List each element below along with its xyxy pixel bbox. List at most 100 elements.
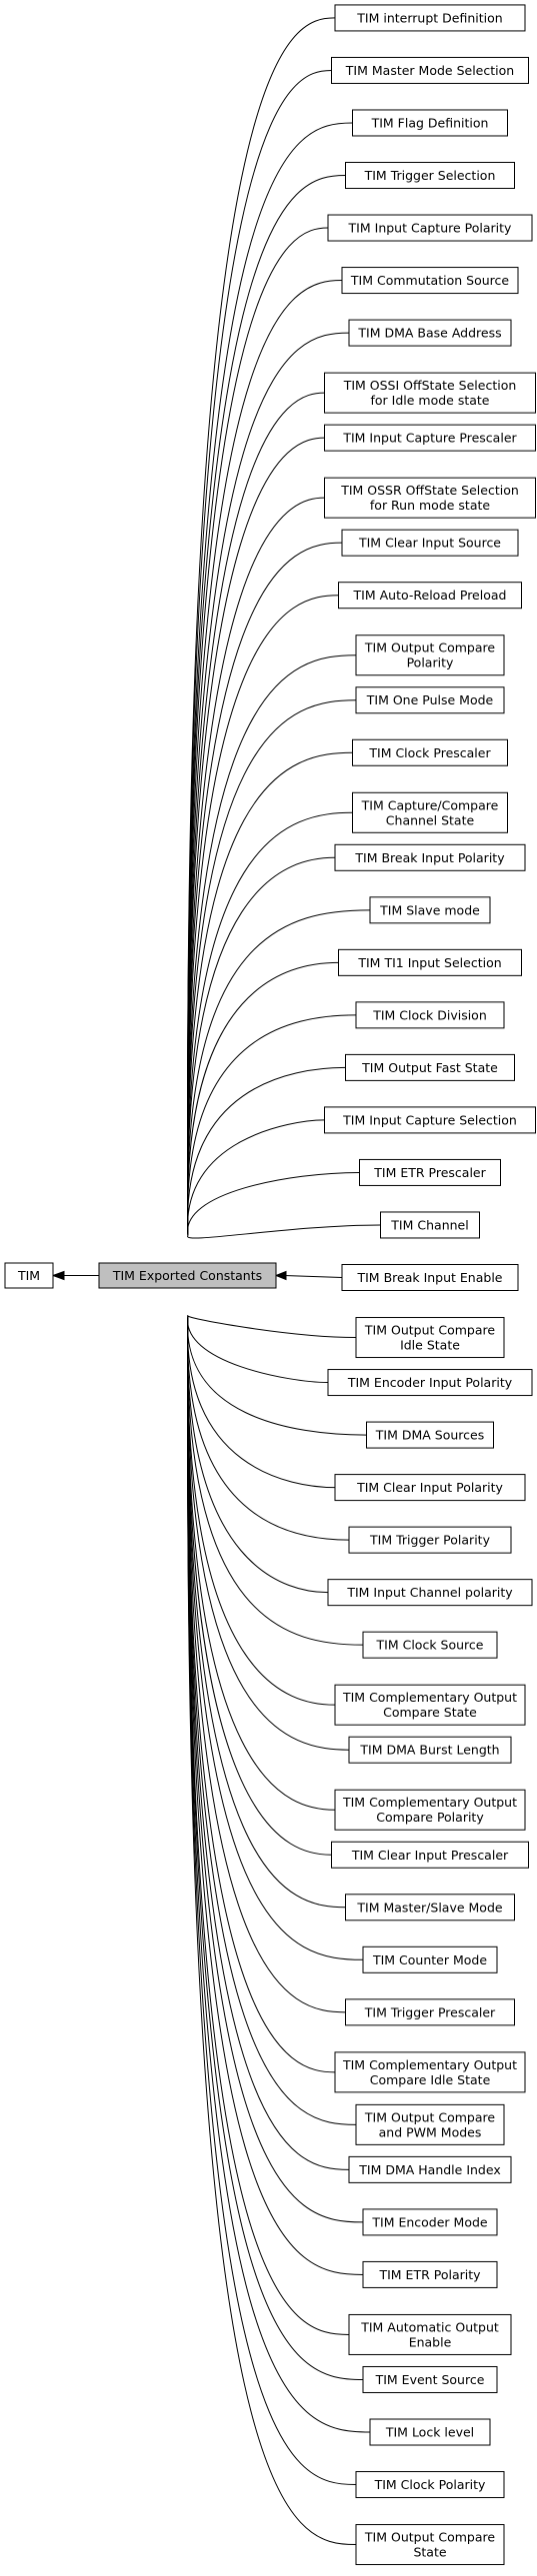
group-node-label: Compare Polarity [376,1810,484,1825]
group-node-tim-ti1-input-selection[interactable]: TIM TI1 Input Selection [338,948,522,976]
edge-tim-clock-polarity [181,1274,357,2486]
group-node-tim-dma-sources[interactable]: TIM DMA Sources [366,1421,494,1449]
group-node-tim-clear-input-polarity[interactable]: TIM Clear Input Polarity [334,1474,526,1502]
edge-tim-trigger-polarity [181,1274,350,1541]
parent-node-tim[interactable]: TIM [4,1262,54,1289]
edge-tim-break-input-polarity [181,856,336,1277]
group-node-tim-etr-polarity[interactable]: TIM ETR Polarity [362,2260,498,2288]
group-node-tim-clock-prescaler[interactable]: TIM Clock Prescaler [352,738,508,766]
group-node-label: TIM Slave mode [379,902,480,917]
group-node-label: TIM Clear Input Prescaler [351,1848,509,1863]
edge-tim-clear-input-prescaler [181,1274,332,1856]
group-node-label: TIM Input Capture Selection [342,1112,517,1127]
group-node-tim-lock-level[interactable]: TIM Lock level [369,2418,491,2446]
group-node-tim-input-capture-prescaler[interactable]: TIM Input Capture Prescaler [324,424,536,452]
group-node-tim-break-input-polarity[interactable]: TIM Break Input Polarity [334,843,526,871]
group-node-tim-flag-definition[interactable]: TIM Flag Definition [352,109,508,137]
group-node-label: TIM Trigger Selection [364,168,496,183]
group-node-label: TIM Counter Mode [372,1952,487,1967]
edge-tim-automatic-output-enable [181,1274,350,2335]
group-node-label: TIM TI1 Input Selection [357,955,501,970]
group-node-label: TIM DMA Base Address [357,326,501,341]
group-node-label: TIM Break Input Polarity [354,850,505,865]
edge-tim-clear-input-source [181,542,343,1277]
group-node-label: TIM Encoder Mode [371,2214,488,2229]
group-node-label: TIM Clear Input Polarity [356,1480,503,1495]
group-node-tim-encoder-mode[interactable]: TIM Encoder Mode [362,2208,498,2236]
group-node-tim-trigger-polarity[interactable]: TIM Trigger Polarity [348,1526,512,1554]
group-node-label: TIM Complementary Output [342,1690,517,1705]
group-node-label: TIM OSSR OffState Selection [340,483,519,498]
group-node-label: TIM Channel [390,1217,468,1232]
group-node-tim-output-fast-state[interactable]: TIM Output Fast State [345,1053,515,1081]
group-node-label: TIM Commutation Source [350,273,509,288]
edge-tim-trigger-prescaler [181,1274,346,2013]
group-node-label: Idle State [400,1338,460,1353]
group-node-tim-etr-prescaler[interactable]: TIM ETR Prescaler [359,1158,501,1186]
edge-tim-auto-reload-preload [181,595,339,1277]
group-node-tim-clock-division[interactable]: TIM Clock Division [355,1001,505,1029]
group-node-tim-trigger-selection[interactable]: TIM Trigger Selection [345,162,515,190]
group-node-label: TIM Input Capture Polarity [348,221,512,236]
parent-node-label: TIM [17,1268,40,1283]
group-node-label: TIM Lock level [385,2425,474,2440]
edge-tim-commutation-source [181,280,343,1277]
group-node-tim-master-slave-mode[interactable]: TIM Master/Slave Mode [345,1894,515,1922]
group-node-tim-auto-reload-preload[interactable]: TIM Auto-Reload Preload [338,582,522,610]
group-node-tim-break-input-enable[interactable]: TIM Break Input Enable [341,1263,519,1291]
edge-tim-master-mode-selection [181,69,332,1277]
group-node-tim-master-mode-selection[interactable]: TIM Master Mode Selection [331,56,529,84]
group-node-label: TIM interrupt Definition [356,10,502,25]
group-node-tim-input-channel-polarity[interactable]: TIM Input Channel polarity [327,1579,533,1607]
group-node-tim-slave-mode[interactable]: TIM Slave mode [369,896,491,924]
group-node-label: TIM Master Mode Selection [345,63,514,78]
edge-tim-ti1-input-selection [181,961,339,1277]
group-node-tim-interrupt-definition[interactable]: TIM interrupt Definition [334,4,526,32]
group-node-label: TIM Clock Division [372,1007,487,1022]
group-node-label: TIM Event Source [375,2372,485,2387]
group-node-label: Channel State [386,812,475,827]
group-node-tim-commutation-source[interactable]: TIM Commutation Source [341,267,519,295]
group-node-label: TIM Trigger Polarity [369,1533,491,1548]
group-node-tim-input-capture-selection[interactable]: TIM Input Capture Selection [324,1106,536,1134]
group-node-label: TIM Auto-Reload Preload [353,588,507,603]
group-node-label: State [413,2545,446,2560]
edge-tim-complementary-output-compare-polarity [181,1274,336,1811]
group-node-tim-clock-polarity[interactable]: TIM Clock Polarity [355,2471,505,2499]
group-node-tim-dma-base-address[interactable]: TIM DMA Base Address [348,319,512,347]
group-node-tim-channel[interactable]: TIM Channel [380,1211,480,1239]
edge-tim-dma-sources [181,1274,367,1436]
group-node-label: TIM Complementary Output [342,1795,517,1810]
group-node-tim-dma-burst-length[interactable]: TIM DMA Burst Length [348,1736,512,1764]
group-node-label: TIM Input Channel polarity [346,1585,513,1600]
group-node-label: TIM Output Compare [364,641,495,655]
group-node-tim-counter-mode[interactable]: TIM Counter Mode [362,1945,498,1973]
group-node-tim-clear-input-prescaler[interactable]: TIM Clear Input Prescaler [331,1841,529,1869]
group-node-tim-event-source[interactable]: TIM Event Source [362,2365,498,2393]
group-node-tim-input-capture-polarity[interactable]: TIM Input Capture Polarity [327,214,533,242]
group-node-tim-one-pulse-mode[interactable]: TIM One Pulse Mode [355,686,505,714]
edge-tim-etr-prescaler [181,1171,360,1277]
group-node-label: TIM Capture/Compare [361,797,499,812]
group-node-label: TIM ETR Polarity [378,2267,481,2282]
group-node-tim-dma-handle-index[interactable]: TIM DMA Handle Index [348,2155,512,2183]
group-node-tim-clear-input-source[interactable]: TIM Clear Input Source [341,529,519,557]
group-node-label: TIM Automatic Output [360,2319,499,2334]
group-node-tim-clock-source[interactable]: TIM Clock Source [362,1631,498,1659]
group-node-tim-trigger-prescaler[interactable]: TIM Trigger Prescaler [345,1998,515,2026]
group-node-tim-encoder-input-polarity[interactable]: TIM Encoder Input Polarity [327,1369,533,1397]
center-node: TIM Exported Constants [98,1262,277,1289]
group-node-label: Compare Idle State [370,2072,491,2087]
